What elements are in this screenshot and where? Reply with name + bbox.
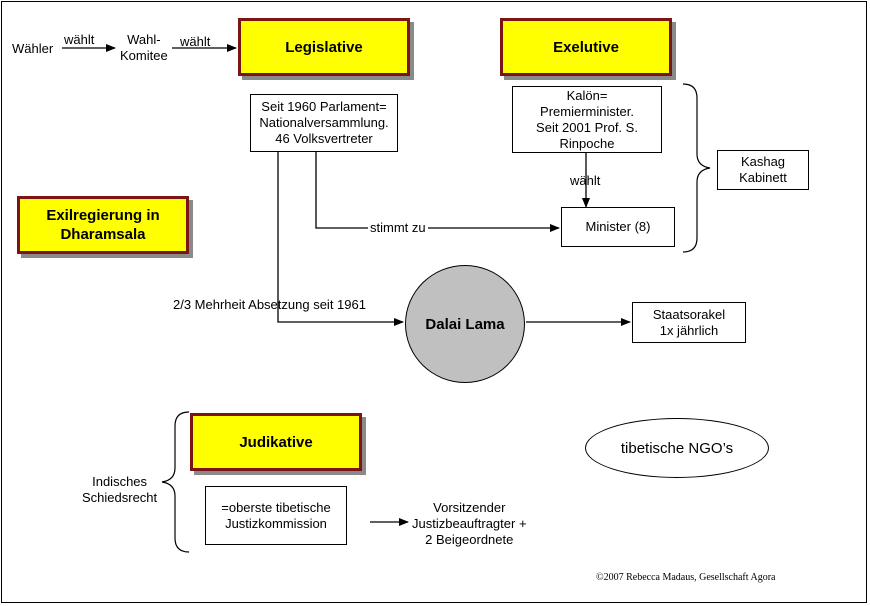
node-parlament: Seit 1960 Parlament= Nationalversammlung…: [250, 94, 398, 152]
label-absetzung: 2/3 Mehrheit Absetzung seit 1961: [173, 297, 366, 312]
node-judikative: Judikative: [190, 413, 362, 471]
node-kaloen: Kalön= Premierminister. Seit 2001 Prof. …: [512, 86, 662, 153]
brace-kashag: [682, 83, 711, 253]
label-stimmt-zu: stimmt zu: [368, 220, 428, 236]
label-waehlt-2: wählt: [180, 34, 211, 49]
edge-parlament-to-dalai-lama: [277, 152, 404, 326]
label-waehlt-1: wählt: [64, 32, 95, 47]
edge-parlament-to-minister: [315, 152, 560, 232]
node-dalai-lama: Dalai Lama: [405, 265, 525, 383]
node-tibetische-ngos: tibetische NGO’s: [585, 418, 769, 478]
node-waehler: Wähler: [12, 41, 54, 56]
node-exekutive: Exelutive: [500, 18, 672, 76]
node-vorsitzender: Vorsitzender Justizbeauftragter + 2 Beig…: [412, 500, 527, 547]
node-minister: Minister (8): [561, 207, 675, 247]
node-exilregierung: Exilregierung in Dharamsala: [17, 196, 189, 254]
copyright-footer: ©2007 Rebecca Madaus, Gesellschaft Agora: [596, 572, 776, 583]
node-kashag: Kashag Kabinett: [717, 150, 809, 190]
node-staatsorakel: Staatsorakel 1x jährlich: [632, 302, 746, 343]
node-indisches-schiedsrecht: Indisches Schiedsrecht: [82, 474, 158, 505]
brace-schiedsrecht: [161, 411, 190, 553]
node-justizkommission: =oberste tibetische Justizkommission: [205, 486, 347, 545]
node-wahl-komitee: Wahl- Komitee: [120, 32, 168, 63]
label-waehlt-3: wählt: [570, 173, 601, 188]
node-legislative: Legislative: [238, 18, 410, 76]
